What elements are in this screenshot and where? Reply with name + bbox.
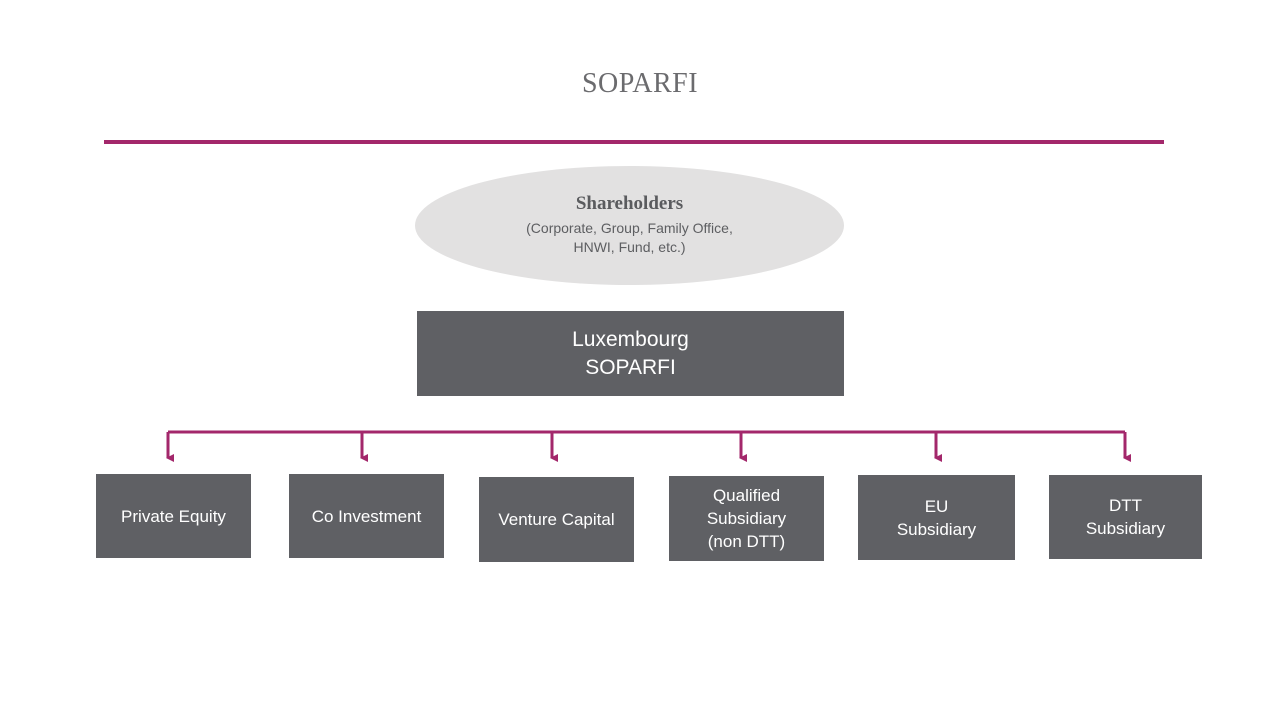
shareholders-description: (Corporate, Group, Family Office, HNWI, …: [526, 220, 733, 255]
child-eu-subsidiary: EU Subsidiary: [858, 475, 1015, 560]
shareholders-node: Shareholders (Corporate, Group, Family O…: [415, 166, 844, 285]
child-private-equity: Private Equity: [96, 474, 251, 558]
child-co-investment: Co Investment: [289, 474, 444, 558]
shareholders-heading: Shareholders: [575, 193, 684, 214]
title-divider: [104, 140, 1164, 144]
child-venture-capital: Venture Capital: [479, 477, 634, 562]
luxembourg-soparfi-node: Luxembourg SOPARFI: [417, 311, 844, 396]
main-entity-line1: Luxembourg: [572, 328, 689, 351]
child-qualified-subsidiary: Qualified Subsidiary (non DTT): [669, 476, 824, 561]
page-title: SOPARFI: [581, 68, 699, 99]
main-entity-line2: SOPARFI: [585, 356, 676, 379]
child-dtt-subsidiary: DTT Subsidiary: [1049, 475, 1202, 559]
